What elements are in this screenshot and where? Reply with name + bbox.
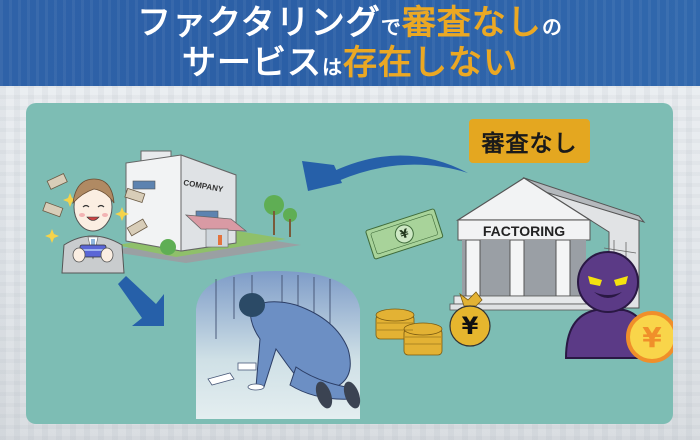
- yen-coin-icon: ¥: [626, 311, 673, 363]
- yen-symbol-text: ¥: [642, 321, 662, 354]
- factoring-sign-text: FACTORING: [483, 223, 565, 239]
- illustration-card: COMPANY: [26, 103, 673, 424]
- title-highlight: 審査なし: [401, 3, 542, 43]
- title-line-1: ファクタリングで審査なしの: [0, 3, 700, 47]
- yen-money-bag-icon: ¥: [449, 291, 491, 347]
- title-highlight: 存在しない: [343, 43, 518, 83]
- title-segment: の: [541, 15, 563, 39]
- company-building-illustration: COMPANY: [106, 150, 301, 263]
- curved-arrow-left-icon: [302, 155, 468, 191]
- title-banner: ファクタリングで審査なしの サービスは存在しない: [0, 0, 700, 86]
- yen-banknote-icon: ¥: [365, 208, 444, 260]
- happy-businessman-illustration: [42, 173, 148, 274]
- no-screening-badge: 審査なし: [469, 119, 590, 163]
- title-segment: で: [380, 15, 402, 39]
- title-segment: ファクタリング: [137, 3, 381, 43]
- yen-symbol-text: ¥: [462, 312, 479, 340]
- defeated-businessman-illustration: [196, 271, 361, 419]
- title-line-2: サービスは存在しない: [0, 43, 700, 87]
- title-segment: は: [322, 55, 343, 79]
- diagonal-arrow-down-right-icon: [118, 276, 164, 326]
- yen-coin-stacks-icon: [375, 308, 443, 356]
- title-segment: サービス: [182, 43, 322, 83]
